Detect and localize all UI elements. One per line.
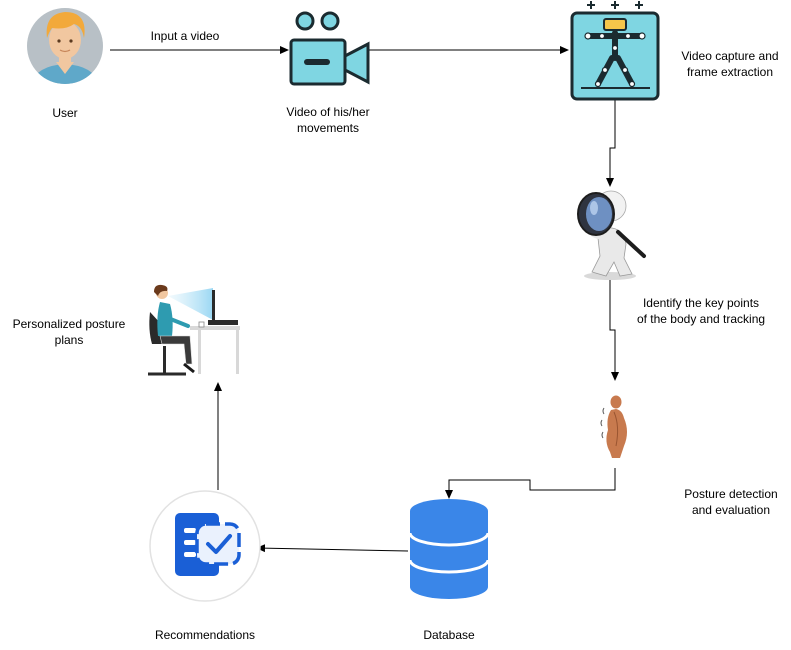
edge-capture-to-keypoints (606, 100, 616, 187)
database-icon (408, 499, 490, 599)
mannequin-posture-icon (600, 395, 627, 458)
posture-label-line2: and evaluation (691, 503, 771, 517)
edge-database-to-recommendations (256, 544, 409, 553)
user-label: User (52, 106, 78, 120)
recommendations-label: Recommendations (154, 628, 256, 642)
person-at-desk-icon (148, 284, 240, 376)
capture-label-line1: Video capture and (681, 49, 779, 63)
plans-label: Personalized posture plans (6, 316, 132, 348)
keypoints-label-line1: Identify the key points (642, 296, 760, 310)
connectors (110, 46, 619, 553)
edge-posture-to-database (445, 468, 616, 499)
video-label: Video of his/her movements (268, 104, 388, 136)
recommendation-document-icon (149, 490, 261, 602)
posture-label: Posture detection and evaluation (672, 486, 790, 518)
motion-capture-icon (570, 1, 660, 101)
keypoints-label-line2: of the body and tracking (636, 312, 766, 326)
capture-label: Video capture and frame extraction (670, 48, 790, 80)
magnifier-figure-icon (577, 190, 646, 280)
plans-label-line1: Personalized posture (12, 317, 126, 331)
capture-label-line2: frame extraction (686, 65, 774, 79)
keypoints-label: Identify the key points of the body and … (626, 295, 776, 327)
video-label-line1: Video of his/her (286, 105, 370, 119)
edge-label-input-video: Input a video (150, 29, 220, 43)
edge-keypoints-to-posture (609, 280, 619, 381)
plans-label-line2: plans (54, 333, 84, 347)
video-label-line2: movements (296, 121, 360, 135)
video-camera-icon (289, 11, 370, 86)
user-avatar-icon (27, 8, 103, 84)
database-label: Database (423, 628, 475, 642)
posture-label-line1: Posture detection (684, 487, 778, 501)
